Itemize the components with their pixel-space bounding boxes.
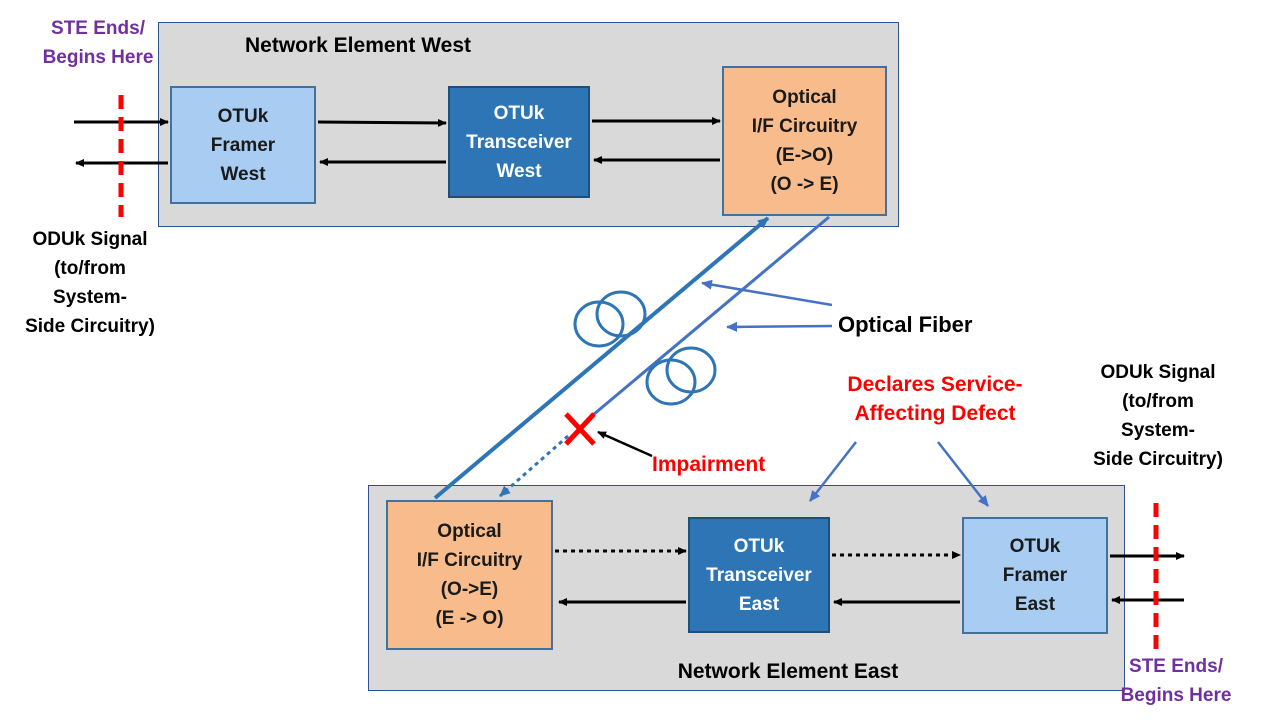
network-element-west-title: Network Element West bbox=[244, 34, 471, 57]
optical-east-line3: (O->E) bbox=[440, 579, 499, 600]
otuk-transceiver-west-line1: OTUk bbox=[493, 102, 545, 124]
oduk-east-line3: System- bbox=[1121, 420, 1195, 441]
oduk-east-line4: Side Circuitry) bbox=[1093, 449, 1223, 470]
optical-fiber-west-to-east bbox=[586, 215, 830, 422]
ste-label-west-line1: STE Ends/ bbox=[51, 18, 145, 39]
ste-label-east: STE Ends/ Begins Here bbox=[1106, 652, 1246, 710]
otuk-framer-west-line1: OTUk bbox=[217, 105, 269, 127]
ste-label-east-line1: STE Ends/ bbox=[1129, 656, 1223, 677]
optical-west-line2: I/F Circuitry bbox=[751, 116, 858, 137]
impairment-callout-arrow bbox=[597, 430, 653, 458]
otuk-transceiver-east-line1: OTUk bbox=[733, 535, 785, 557]
impairment-label: Impairment bbox=[652, 453, 766, 476]
otuk-transceiver-west-line3: West bbox=[496, 160, 542, 182]
optical-fiber-impaired-segment bbox=[499, 434, 569, 498]
optical-east-line2: I/F Circuitry bbox=[416, 550, 523, 571]
fiber-coil-lower bbox=[645, 346, 717, 406]
optical-west-line4: (O -> E) bbox=[770, 174, 839, 195]
optical-fiber-label: Optical Fiber bbox=[838, 312, 973, 337]
oduk-east-line1: ODUk Signal bbox=[1100, 362, 1216, 383]
oduk-west-line3: System- bbox=[53, 287, 127, 308]
otuk-framer-east[interactable]: OTUk Framer East bbox=[962, 517, 1108, 634]
west-framer-to-transceiver-arrow bbox=[317, 118, 447, 127]
optical-west-line1: Optical bbox=[772, 87, 837, 108]
otuk-transceiver-east-line3: East bbox=[738, 593, 780, 615]
optical-fiber-callout-lower bbox=[726, 321, 833, 332]
otuk-framer-west-line3: West bbox=[220, 163, 266, 185]
oduk-signal-label-east: ODUk Signal (to/from System- Side Circui… bbox=[1068, 358, 1248, 474]
oduk-west-line4: Side Circuitry) bbox=[25, 316, 155, 337]
otuk-transceiver-east-line2: Transceiver bbox=[706, 564, 812, 586]
otuk-transceiver-west-line2: Transceiver bbox=[466, 131, 572, 153]
otuk-transceiver-east[interactable]: OTUk Transceiver East bbox=[688, 517, 830, 633]
oduk-signal-label-west: ODUk Signal (to/from System- Side Circui… bbox=[0, 225, 180, 341]
otuk-transceiver-west[interactable]: OTUk Transceiver West bbox=[448, 86, 590, 198]
otuk-framer-west[interactable]: OTUk Framer West bbox=[170, 86, 316, 204]
optical-if-circuitry-east[interactable]: Optical I/F Circuitry (O->E) (E -> O) bbox=[386, 500, 553, 650]
impairment-x-icon bbox=[564, 412, 596, 446]
ste-label-west: STE Ends/ Begins Here bbox=[28, 14, 168, 72]
otuk-framer-east-line1: OTUk bbox=[1009, 536, 1061, 557]
oduk-west-line2: (to/from bbox=[54, 258, 126, 279]
optical-fiber-callout-upper bbox=[701, 279, 833, 307]
ste-label-west-line2: Begins Here bbox=[42, 47, 154, 68]
oduk-east-line2: (to/from bbox=[1122, 391, 1194, 412]
ste-label-east-line2: Begins Here bbox=[1120, 685, 1232, 706]
otuk-framer-east-line2: Framer bbox=[1002, 565, 1068, 586]
otuk-framer-west-line2: Framer bbox=[210, 134, 276, 156]
declares-callout-transceiver bbox=[809, 441, 857, 502]
optical-east-line4: (E -> O) bbox=[435, 608, 504, 629]
optical-if-circuitry-west[interactable]: Optical I/F Circuitry (E->O) (O -> E) bbox=[722, 66, 887, 216]
oduk-west-line1: ODUk Signal bbox=[32, 229, 148, 250]
fiber-coil-upper bbox=[573, 290, 647, 348]
network-element-east-title: Network Element East bbox=[677, 660, 899, 683]
optical-east-line1: Optical bbox=[437, 521, 502, 542]
otuk-framer-east-line3: East bbox=[1014, 594, 1056, 615]
optical-west-line3: (E->O) bbox=[775, 145, 834, 166]
declares-callout-framer bbox=[937, 441, 989, 507]
optical-fiber-east-to-west bbox=[433, 216, 770, 500]
declares-defect-label: Declares Service- Affecting Defect bbox=[815, 370, 1055, 428]
declares-line2: Affecting Defect bbox=[854, 402, 1016, 425]
declares-line1: Declares Service- bbox=[847, 373, 1023, 396]
